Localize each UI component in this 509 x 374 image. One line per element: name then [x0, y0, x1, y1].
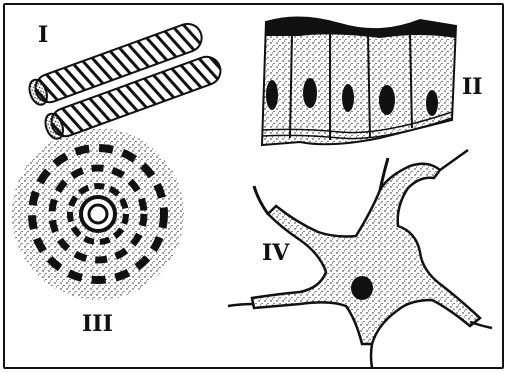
- epithelium-sheet: [262, 17, 456, 145]
- label-muscle: I: [38, 24, 48, 46]
- label-bone: III: [82, 313, 113, 335]
- label-epithelium: II: [462, 76, 483, 98]
- bone-osteon: [12, 128, 184, 300]
- muscle-fibers: [26, 20, 224, 142]
- label-neuron: IV: [262, 242, 289, 264]
